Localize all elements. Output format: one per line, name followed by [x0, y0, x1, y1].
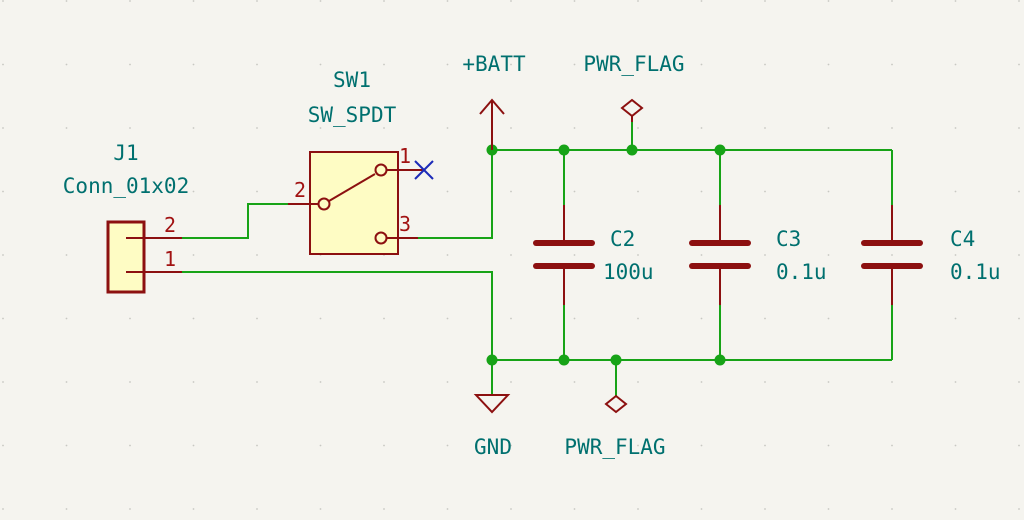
connector-j1-body [106, 220, 146, 294]
junctions [486, 144, 726, 366]
wire-j1-pin1-to-gnd [182, 271, 493, 395]
wire-sw1-to-batt [418, 150, 493, 239]
junction-dot [558, 144, 570, 156]
power-gnd-label: GND [474, 435, 512, 459]
wire-j1-pin2-to-sw1 [182, 203, 288, 239]
junction-dot [714, 354, 726, 366]
power-flag-bottom[interactable]: PWR_FLAG [564, 394, 666, 459]
connector-j1-value: Conn_01x02 [63, 174, 189, 198]
power-batt-symbol[interactable]: +BATT [462, 52, 526, 150]
connector-j1-pin2-number: 2 [164, 213, 176, 237]
power-flag-top-label: PWR_FLAG [583, 52, 684, 76]
capacitor-c4[interactable]: C4 0.1u [861, 205, 1001, 305]
capacitor-c3-ref: C3 [776, 227, 801, 251]
switch-sw1-pin3-number: 3 [399, 212, 411, 236]
power-batt-arrow-head [479, 98, 505, 115]
switch-sw1[interactable]: SW1 SW_SPDT 1 2 3 [288, 68, 434, 255]
switch-sw1-common-contact [317, 197, 331, 211]
power-flag-top[interactable]: PWR_FLAG [583, 52, 685, 122]
power-flag-bottom-label: PWR_FLAG [564, 435, 665, 459]
connector-j1-ref: J1 [113, 141, 138, 165]
capacitor-c2[interactable]: C2 100u [533, 205, 654, 305]
junction-dot [714, 144, 726, 156]
power-gnd-symbol[interactable]: GND [473, 394, 512, 459]
power-flag-bottom-diamond [604, 394, 628, 414]
junction-dot [610, 354, 622, 366]
switch-sw1-contact-3 [374, 231, 388, 245]
junction-dot [486, 354, 498, 366]
capacitor-c4-ref: C4 [950, 227, 975, 251]
capacitor-c2-ref: C2 [610, 227, 635, 251]
power-batt-label: +BATT [462, 52, 526, 76]
switch-sw1-pin2-number: 2 [294, 178, 306, 202]
switch-sw1-lever [328, 173, 376, 202]
no-connect-marker [414, 160, 434, 180]
switch-sw1-ref: SW1 [333, 68, 371, 92]
power-gnd-triangle [473, 394, 511, 414]
switch-sw1-value: SW_SPDT [308, 103, 397, 127]
capacitor-c3[interactable]: C3 0.1u [689, 205, 827, 305]
junction-dot [558, 354, 570, 366]
capacitor-c4-value: 0.1u [950, 260, 1001, 284]
switch-sw1-contact-1 [374, 163, 388, 177]
switch-sw1-pin1-number: 1 [399, 144, 411, 168]
capacitor-c2-value: 100u [603, 260, 654, 284]
connector-j1[interactable]: J1 Conn_01x02 2 1 [63, 141, 189, 294]
connector-j1-pin1-number: 1 [164, 247, 176, 271]
junction-dot [626, 144, 638, 156]
capacitor-c3-value: 0.1u [776, 260, 827, 284]
